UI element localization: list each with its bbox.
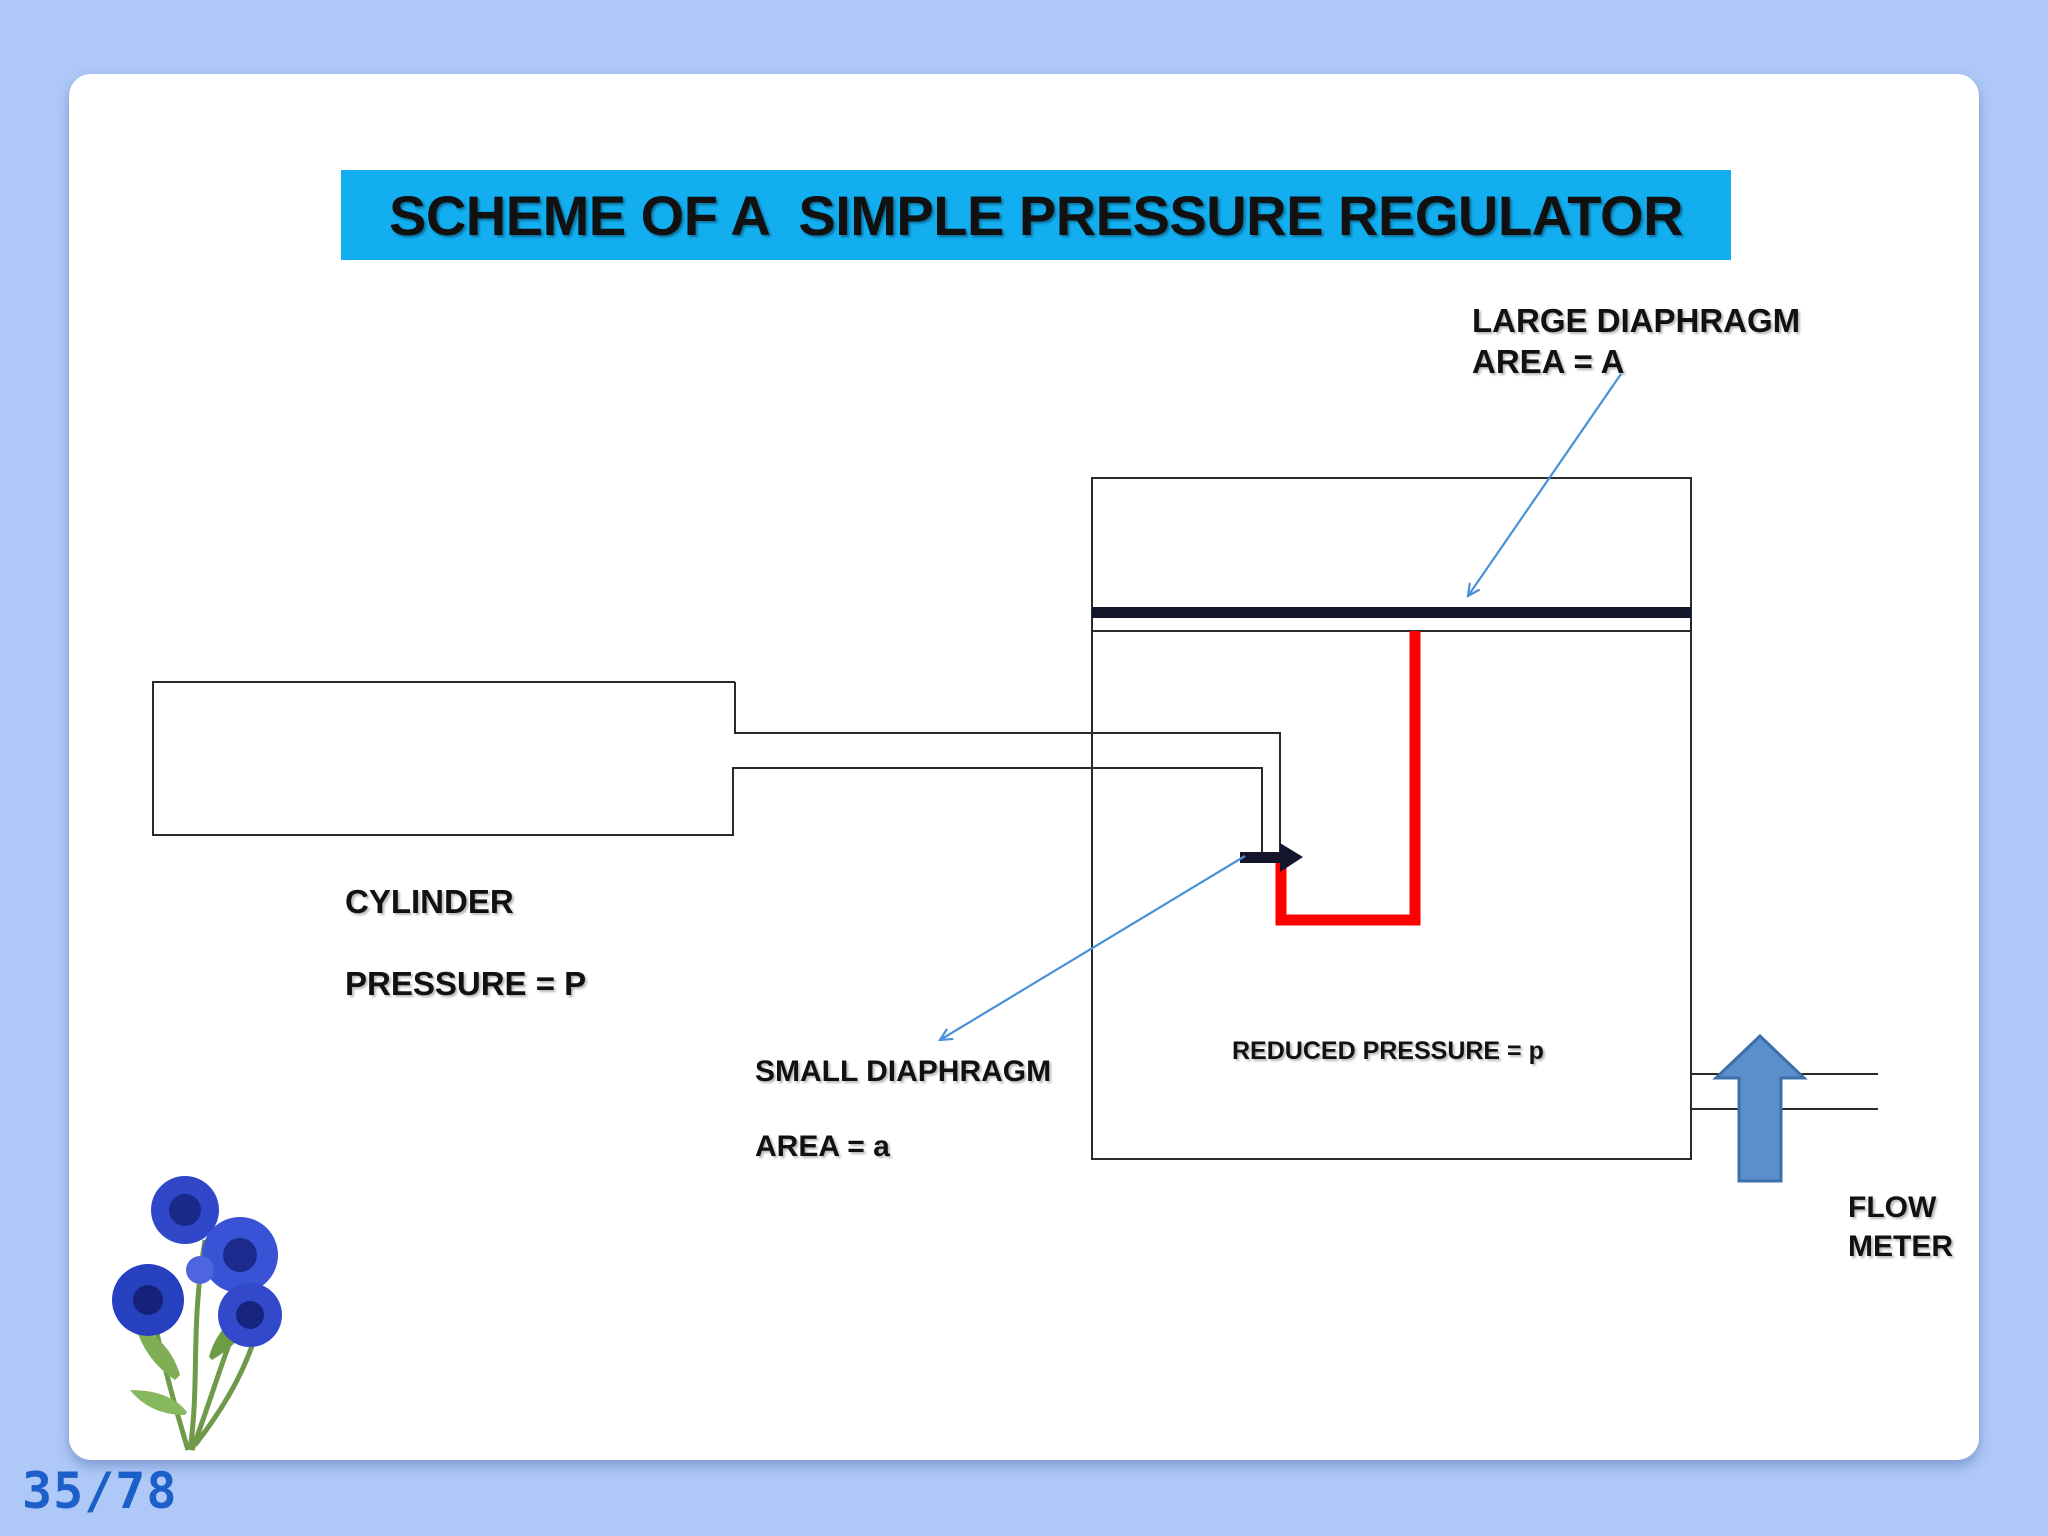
cylinder-pressure-label: PRESSURE = P (345, 965, 587, 1002)
regulator-housing (1091, 477, 1692, 1160)
flow-label: FLOW (1848, 1191, 1937, 1224)
flow-up-arrow-icon (1712, 1033, 1808, 1183)
slide-title: SCHEME OF A SIMPLE PRESSURE REGULATOR (388, 183, 1684, 247)
cylinder-label: CYLINDER (345, 883, 514, 920)
small-diaphragm-label: SMALL DIAPHRAGM (755, 1055, 1052, 1088)
cylinder-outline (152, 681, 1281, 860)
small-diaphragm (1240, 852, 1280, 863)
large-diaphragm-label: LARGE DIAPHRAGM (1472, 302, 1801, 339)
valve-arrowhead (1280, 843, 1303, 872)
linkage-rod (1275, 631, 1421, 926)
small-diaphragm-pointer (940, 855, 1246, 1040)
title-bar: SCHEME OF A SIMPLE PRESSURE REGULATOR (341, 170, 1731, 260)
meter-label: METER (1848, 1230, 1953, 1263)
outlet-pipe (1690, 1073, 1878, 1110)
reduced-pressure-label: REDUCED PRESSURE = p (1232, 1037, 1544, 1065)
small-area-label: AREA = a (755, 1130, 890, 1163)
large-area-label: AREA = A (1472, 343, 1625, 380)
page-number: 35/78 (22, 1462, 178, 1520)
large-diaphragm (1092, 607, 1691, 618)
blue-flowers-icon (112, 1176, 282, 1451)
large-diaphragm-pointer (1468, 373, 1622, 596)
